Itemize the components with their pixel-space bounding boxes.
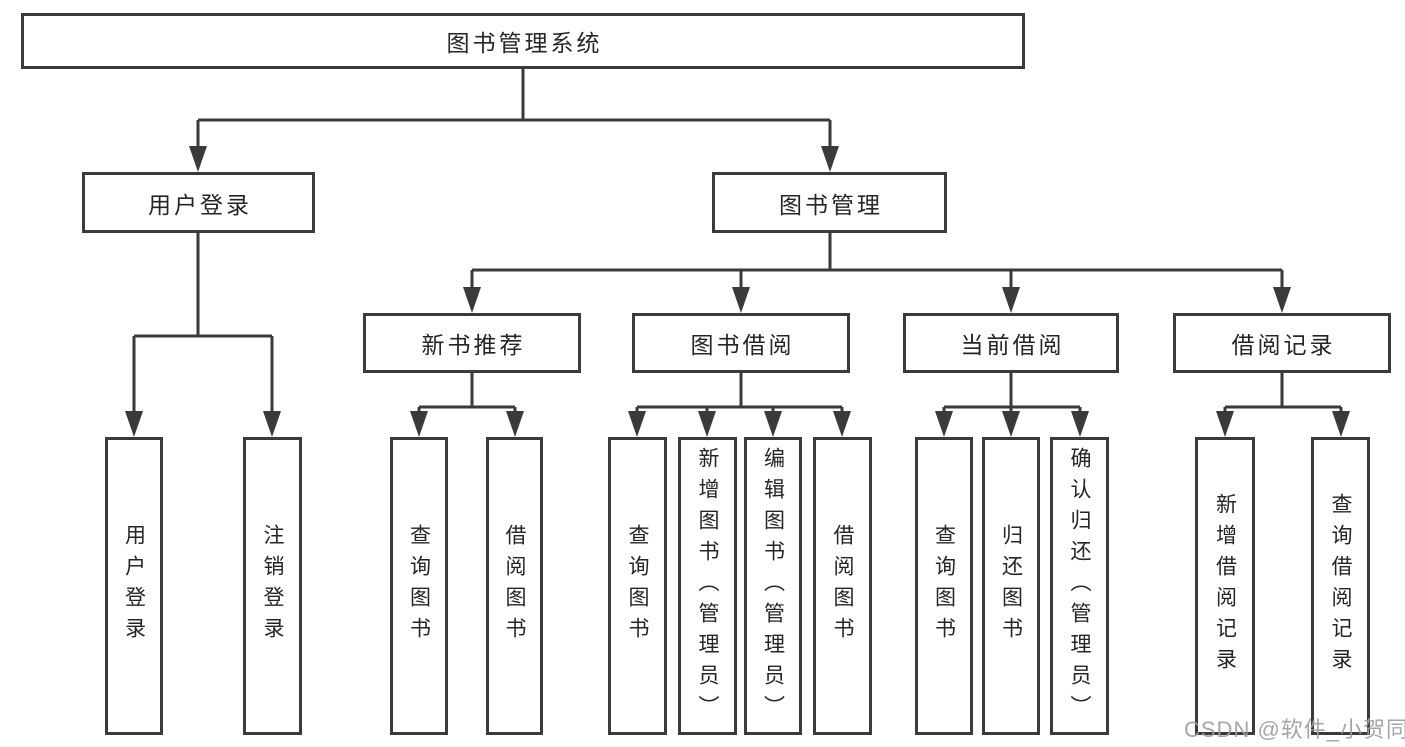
node-label: 新增图书（管理员）	[696, 446, 719, 726]
node-label: 借阅图书	[503, 524, 526, 648]
node-label: 确认归还（管理员）	[1068, 446, 1091, 726]
node-label: 图书管理系统	[446, 30, 603, 56]
node-new-book-recommend: 新书推荐	[363, 313, 581, 373]
node-library-management-system: 图书管理系统	[21, 13, 1025, 69]
node-label: 查询图书	[407, 524, 431, 648]
leaf-borrow-books-recommend: 借阅图书	[486, 437, 543, 735]
node-label: 当前借阅	[960, 332, 1065, 358]
leaf-query-books-recommend: 查询图书	[390, 437, 448, 735]
leaf-confirm-return-admin: 确认归还（管理员）	[1050, 437, 1109, 735]
node-label: 归还图书	[999, 524, 1023, 648]
node-label: 注销登录	[261, 524, 284, 648]
leaf-user-login: 用户登录	[105, 437, 163, 735]
node-label: 查询借阅记录	[1329, 493, 1352, 679]
leaf-logout: 注销登录	[243, 437, 302, 735]
leaf-edit-books-admin: 编辑图书（管理员）	[744, 437, 802, 735]
node-user-login: 用户登录	[82, 172, 315, 233]
leaf-return-books: 归还图书	[982, 437, 1040, 735]
node-current-borrow: 当前借阅	[903, 313, 1119, 373]
node-label: 新书推荐	[421, 332, 526, 358]
node-label: 图书管理	[779, 191, 883, 218]
node-label: 用户登录	[148, 191, 252, 218]
leaf-query-books-borrow: 查询图书	[608, 437, 667, 735]
leaf-add-books-admin: 新增图书（管理员）	[678, 437, 737, 735]
node-borrow-records: 借阅记录	[1173, 313, 1391, 373]
node-label: 查询图书	[626, 524, 649, 648]
node-label: 查询图书	[932, 524, 956, 648]
leaf-query-borrow-record: 查询借阅记录	[1311, 437, 1370, 735]
node-label: 借阅图书	[831, 524, 854, 648]
arrowheads	[125, 146, 1350, 437]
node-label: 新增借阅记录	[1213, 493, 1237, 679]
node-label: 编辑图书（管理员）	[761, 446, 785, 726]
csdn-watermark: CSDN @软件_小贺同学	[1184, 717, 1405, 742]
node-book-management: 图书管理	[712, 172, 947, 233]
node-label: 图书借阅	[690, 332, 795, 358]
node-label: 用户登录	[122, 524, 146, 648]
leaf-query-books-current: 查询图书	[915, 437, 973, 735]
node-label: 借阅记录	[1231, 332, 1336, 358]
node-book-borrow: 图书借阅	[632, 313, 850, 373]
leaf-borrow-books: 借阅图书	[813, 437, 872, 735]
leaf-add-borrow-record: 新增借阅记录	[1195, 437, 1255, 735]
